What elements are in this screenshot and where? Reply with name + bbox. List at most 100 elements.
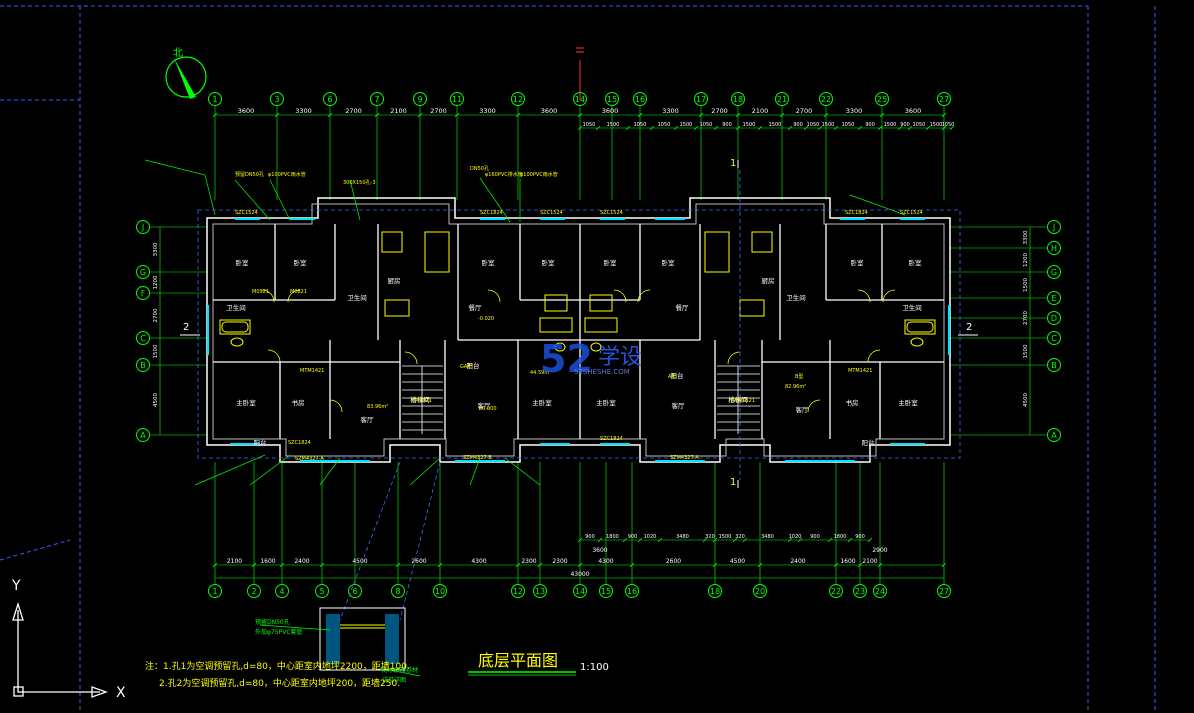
room-label-27: 阳台 <box>671 371 684 380</box>
grid-right-C: C <box>1047 331 1061 345</box>
dims-top-detail-13: 900 <box>865 122 875 128</box>
grid-right-H-label: H <box>1051 244 1057 253</box>
dims-top-detail-17: 1500 <box>930 122 943 128</box>
dims-bottom-2-7: 320 <box>735 534 745 540</box>
dims-top-12: 3300 <box>846 107 863 115</box>
grid-right-C-label: C <box>1051 334 1057 343</box>
grid-top-15-label: 15 <box>607 95 617 104</box>
grid-bottom-27: 27 <box>937 584 951 598</box>
grid-top-21: 21 <box>775 92 789 106</box>
note-2: 2.孔2为空调预留孔,d=80，中心距室内地坪200，距墙250. <box>159 677 400 689</box>
annotation-12: SZM4327-A <box>295 456 324 462</box>
grid-bottom-24: 24 <box>873 584 887 598</box>
room-label-16: 客厅 <box>361 415 375 424</box>
watermark-brand: 52 <box>540 337 593 381</box>
grid-bottom-1-label: 1 <box>212 587 217 596</box>
grid-left-C-label: C <box>140 334 146 343</box>
grid-bottom-2-label: 2 <box>251 587 256 596</box>
dims-left-3: 1500 <box>153 344 159 358</box>
dims-bottom-2-10: 900 <box>810 534 820 540</box>
dims-bottom-1-0: 2100 <box>227 558 242 565</box>
room-label-23: 主卧室 <box>898 398 918 407</box>
grid-bottom-27-label: 27 <box>939 587 949 596</box>
grid-top-21-label: 21 <box>777 95 787 104</box>
dims-top-detail-9: 900 <box>793 122 803 128</box>
grid-bottom-14-label: 14 <box>575 587 585 596</box>
grid-bottom-12: 12 <box>511 584 525 598</box>
grid-top-22: 22 <box>819 92 833 106</box>
grid-bottom-15: 15 <box>599 584 613 598</box>
annotation-13: SZM4327-B <box>463 455 492 461</box>
room-label-24: 书房 <box>292 398 305 407</box>
grid-bottom-4: 4 <box>275 584 289 598</box>
watermark-site: 52SHESHE.COM <box>574 368 630 376</box>
dims-top-1: 3300 <box>295 107 312 115</box>
dims-left-4: 4500 <box>153 393 159 407</box>
grid-bottom-20: 20 <box>753 584 767 598</box>
grid-bottom-8: 8 <box>391 584 405 598</box>
room-label-25: 书房 <box>846 398 859 407</box>
grid-top-12-label: 12 <box>513 95 523 104</box>
grid-bottom-5: 5 <box>315 584 329 598</box>
grid-left-F: F <box>136 286 150 300</box>
grid-left-A-label: A <box>140 431 146 440</box>
dims-left-0: 3300 <box>153 242 159 256</box>
annotation-23: GA型 <box>460 363 472 370</box>
room-label-2: 卧室 <box>482 258 496 267</box>
annotation-4: φ100PVC雨水管 <box>520 171 558 178</box>
dims-top-7: 3600 <box>602 107 619 115</box>
room-label-6: 卧室 <box>851 258 865 267</box>
dims-bottom-2-2: 900 <box>628 534 638 540</box>
dims-bottom-2-4: 3480 <box>676 534 689 540</box>
grid-bottom-12-label: 12 <box>513 587 523 596</box>
grid-bottom-18: 18 <box>708 584 722 598</box>
section-markers: 2 2 1 1 <box>180 158 978 488</box>
detail-label-3: 详见详图 <box>382 676 406 684</box>
grid-top-9-label: 9 <box>417 95 422 104</box>
note-1: 注：1.孔1为空调预留孔,d=80，中心距室内地坪2200，距墙100. <box>145 660 410 672</box>
grid-right-A: A <box>1047 428 1061 442</box>
grid-left-B: B <box>136 358 150 372</box>
grid-top-7-label: 7 <box>374 95 379 104</box>
grid-right-G-label: G <box>1051 268 1057 277</box>
general-notes: 注：1.孔1为空调预留孔,d=80，中心距室内地坪2200，距墙100. 2.孔… <box>145 660 410 689</box>
annotation-24: A型 <box>668 373 676 380</box>
dims-top-6: 3600 <box>541 107 558 115</box>
ucs-axes-icon[interactable]: Y X <box>11 578 126 701</box>
grid-top-6: 6 <box>323 92 337 106</box>
wall-detail: 预留DN50孔 外加φ75PVC套管 防水层及卷材 详见详图 <box>255 607 421 684</box>
dims-top-4: 2700 <box>430 107 447 115</box>
grid-bottom-13-label: 13 <box>535 587 545 596</box>
grid-right-J: J <box>1047 220 1061 234</box>
room-label-22: 主卧室 <box>596 398 616 407</box>
grid-bottom-15-label: 15 <box>601 587 611 596</box>
grid-top-7: 7 <box>370 92 384 106</box>
grid-top-17: 17 <box>694 92 708 106</box>
dims-top-detail-5: 1050 <box>700 122 713 128</box>
grid-bottom-23: 23 <box>853 584 867 598</box>
dims-right-4: 1500 <box>1023 344 1029 358</box>
dims-bottom-2-9: 1020 <box>789 534 802 540</box>
dims-top-detail-1: 1500 <box>607 122 620 128</box>
sheet-frame <box>0 5 1156 713</box>
grid-top-17-label: 17 <box>696 95 706 104</box>
grid-top-1: 1 <box>208 92 222 106</box>
grid-left-C: C <box>136 331 150 345</box>
grid-top-18-label: 18 <box>733 95 743 104</box>
grid-top-25-label: 25 <box>877 95 887 104</box>
grid-top-1-label: 1 <box>212 95 217 104</box>
annotation-7: SZC1824 <box>480 210 503 216</box>
dims-bottom-2-11: 1800 <box>834 534 847 540</box>
annotation-20: MTM1421 <box>848 368 872 374</box>
room-label-28: 阳台 <box>254 438 267 447</box>
room-label-7: 卧室 <box>909 258 923 267</box>
room-label-9: 卫生间 <box>347 293 367 302</box>
grid-top-14-label: 14 <box>575 95 585 104</box>
grid-top-16: 16 <box>633 92 647 106</box>
grid-bottom-10: 10 <box>433 584 447 598</box>
grid-bottom-22-label: 22 <box>831 587 841 596</box>
drawing-title-block: 底层平面图 1:100 <box>468 651 609 676</box>
annotation-21: FM0921 <box>412 398 432 404</box>
